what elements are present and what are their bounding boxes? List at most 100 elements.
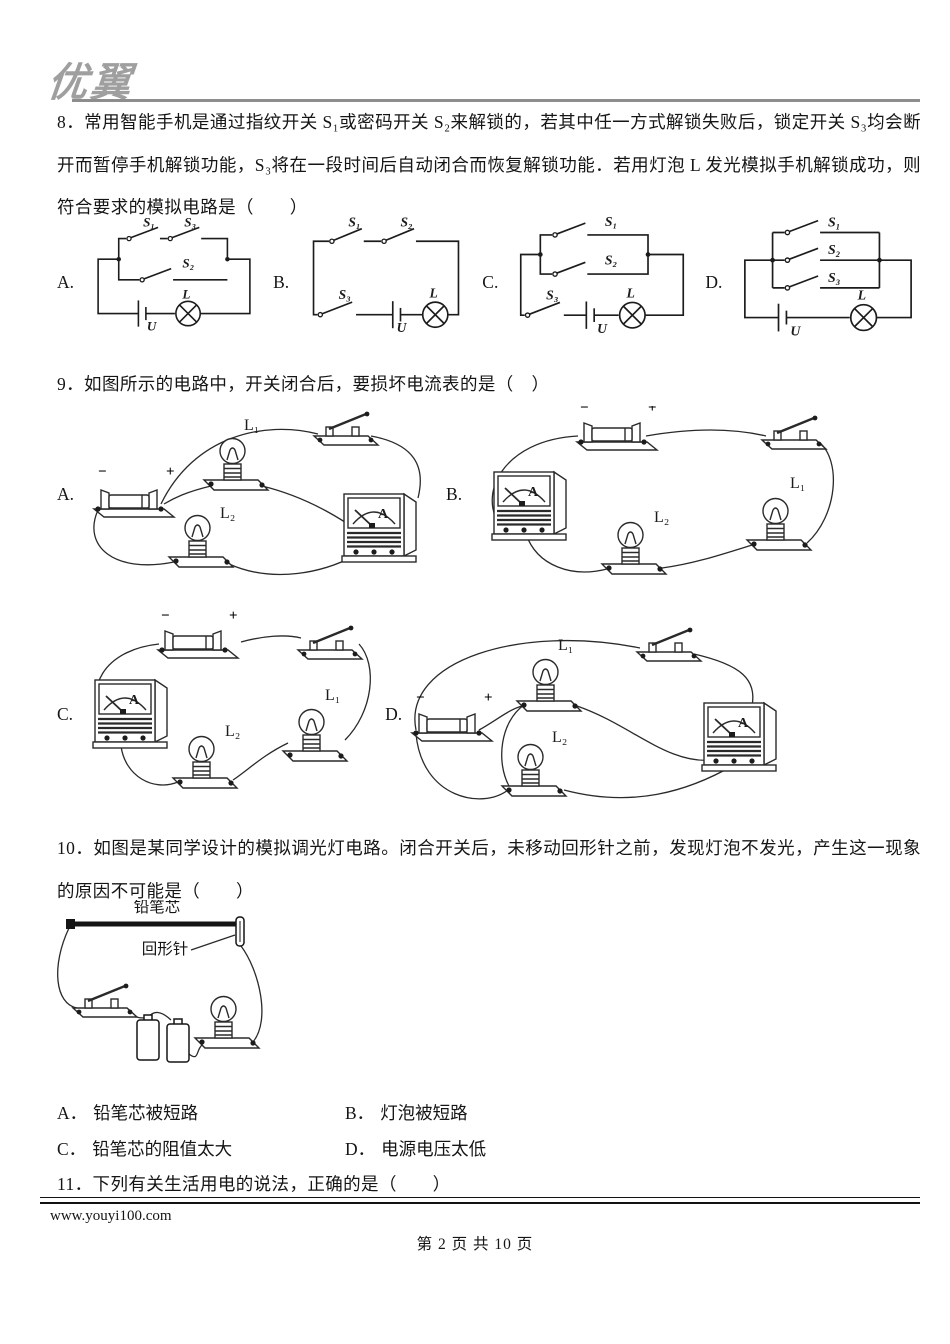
ammeter-label: A (528, 485, 539, 500)
footer-rule-thin (40, 1197, 920, 1199)
battery-minus: − (161, 610, 170, 624)
battery-minus: − (416, 690, 425, 706)
battery (93, 489, 175, 518)
q9-circuit-d: − + L₁ L₂ A (411, 626, 778, 800)
q10-option-d-text: 电源电压太低 (381, 1138, 487, 1159)
label-s2: S₂ (400, 215, 413, 230)
label-u: U (146, 318, 157, 333)
q9-option-letter-a: A. (57, 484, 75, 504)
battery-plus: + (484, 690, 493, 706)
label-u: U (597, 321, 608, 336)
battery-plus: + (166, 464, 175, 480)
footer-rule-thick (40, 1201, 920, 1205)
ammeter-label: A (129, 693, 140, 708)
q8-option-letter-d: D. (705, 272, 723, 292)
battery-cells (136, 1014, 190, 1063)
q10-option-c-label: C． (57, 1138, 87, 1159)
label-s3: S₃ (828, 270, 841, 285)
q10-option-d-label: D． (345, 1138, 376, 1159)
label-s3: S₃ (184, 214, 196, 229)
lamp-l1 (282, 708, 348, 762)
question-11-stem: 11．下列有关生活用电的说法，正确的是（ ） (57, 1174, 451, 1194)
lamp-l2 (168, 514, 234, 568)
battery (411, 713, 493, 742)
q8-circuit-d: S₁ S₂ S₃ L U (744, 215, 912, 338)
question-9-options-row-1: A. − + L₁ A L₂ B. − (57, 406, 921, 601)
q8-option-letter-c: C. (482, 272, 499, 292)
label-s1: S₁ (605, 214, 617, 229)
footer-site-url: www.youyi100.com (50, 1208, 172, 1224)
ammeter (91, 678, 169, 750)
question-8-options-row: A. S₁ S₃ S₂ L U B. (57, 212, 921, 342)
q9-option-letter-b: B. (446, 484, 463, 504)
ammeter (490, 470, 568, 542)
switch (296, 624, 364, 661)
q8-circuit-a: S₁ S₃ S₂ L U (96, 214, 251, 333)
q10-option-b-label: B． (345, 1103, 375, 1123)
lamp-l2 (501, 743, 567, 797)
switch (312, 410, 380, 447)
label-l: L (428, 285, 437, 300)
q10-option-d: D．电源电压太低 (345, 1136, 921, 1172)
battery-minus: − (580, 406, 589, 416)
q10-option-a-label: A． (57, 1103, 88, 1123)
question-10-options: A．铅笔芯被短路 B．灯泡被短路 C．铅笔芯的阻值太大 D．电源电压太低 (57, 1100, 921, 1171)
battery-minus: − (98, 464, 107, 480)
q8-option-letter-b: B. (273, 272, 290, 292)
q10-option-c-text: 铅笔芯的阻值太大 (92, 1138, 233, 1159)
label-l: L (181, 287, 190, 302)
label-l: L (625, 286, 634, 301)
q9-option-letter-c: C. (57, 704, 74, 724)
label-s3: S₃ (546, 288, 559, 303)
label-s3: S₃ (338, 287, 351, 302)
label-u: U (790, 323, 801, 338)
lamp-l2 (172, 735, 238, 789)
label-l2: L₂ (654, 509, 669, 526)
lamp (194, 995, 260, 1049)
paper-clip-label: 回形针 (142, 940, 189, 958)
q8-circuit-c: S₁ S₂ S₃ L U (519, 214, 684, 336)
label-s2: S₂ (828, 242, 841, 257)
q10-figure: 铅笔芯 回形针 (57, 900, 263, 1063)
ammeter (700, 701, 778, 773)
q9-circuit-a: − + L₁ A L₂ (93, 410, 421, 576)
switch (760, 414, 828, 451)
question-9-options-row-2: C. − + A L₁ L₂ D. − (57, 610, 921, 810)
label-s1: S₁ (348, 215, 360, 230)
pencil-lead-label: 铅笔芯 (134, 900, 181, 916)
label-s1: S₁ (143, 214, 155, 229)
q9-circuit-b: − + A L₁ L₂ (490, 406, 835, 575)
label-s1: S₁ (828, 215, 841, 230)
label-l1: L₁ (244, 417, 259, 434)
q9-option-letter-d: D. (385, 704, 403, 724)
battery-plus: + (648, 406, 657, 416)
q8-circuit-b: S₁ S₂ S₃ L U (312, 215, 460, 335)
q8-option-letter-a: A. (57, 272, 75, 292)
ammeter (340, 492, 418, 564)
ammeter-label: A (738, 716, 749, 731)
switch (635, 626, 703, 663)
q10-option-a: A．铅笔芯被短路 (57, 1100, 345, 1136)
switch (71, 982, 139, 1019)
ammeter-label: A (378, 507, 389, 522)
lamp-l1 (516, 658, 582, 712)
battery (576, 422, 658, 451)
q10-option-a-text: 铅笔芯被短路 (93, 1103, 199, 1123)
battery (157, 630, 239, 659)
q10-option-c: C．铅笔芯的阻值太大 (57, 1136, 345, 1172)
q10-option-b: B．灯泡被短路 (345, 1100, 921, 1136)
label-u: U (396, 320, 407, 335)
label-l1: L₁ (325, 687, 340, 704)
footer-page-number: 第 2 页 共 10 页 (416, 1236, 534, 1253)
label-l1: L₁ (558, 637, 573, 654)
question-9-stem: 9．如图所示的电路中，开关闭合后，要损坏电流表的是（ ） (57, 374, 550, 394)
q10-option-b-text: 灯泡被短路 (380, 1103, 468, 1123)
header-rule (72, 99, 920, 102)
question-8-stem: 8．常用智能手机是通过指纹开关 S₁或密码开关 S₂来解锁的，若其中任一方式解锁… (57, 112, 921, 217)
battery-plus: + (229, 610, 238, 624)
lamp-l2 (601, 521, 667, 575)
label-s2: S₂ (182, 256, 194, 271)
label-l2: L₂ (220, 505, 235, 522)
question-10-stem: 10．如图是某同学设计的模拟调光灯电路。闭合开关后，未移动回形针之前，发现灯泡不… (57, 838, 921, 901)
